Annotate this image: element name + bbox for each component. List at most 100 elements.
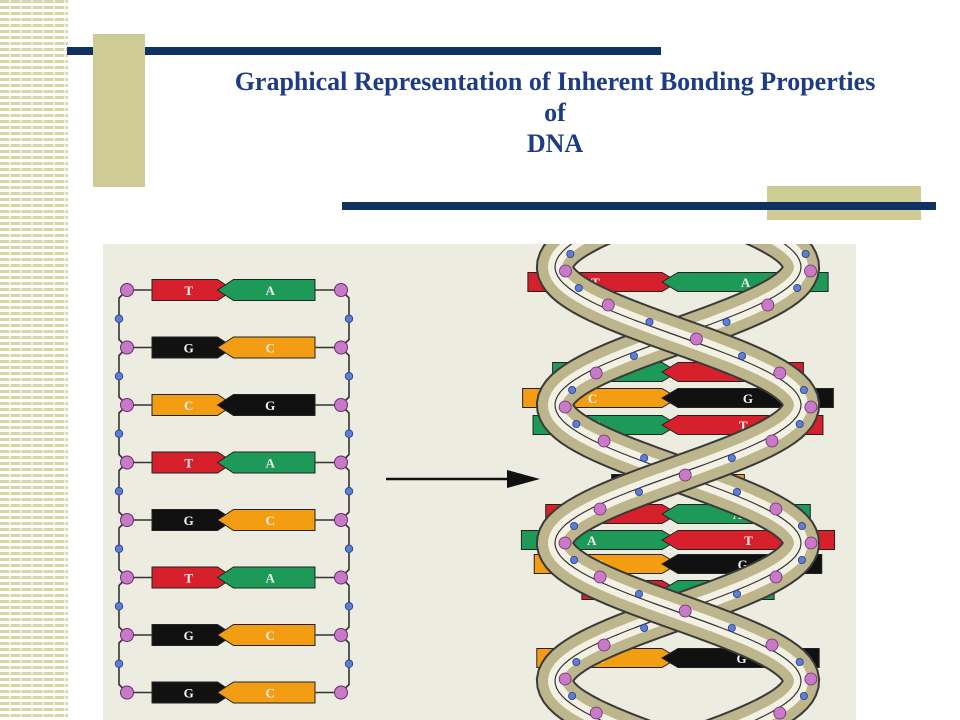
phosphate-dot: [344, 487, 354, 496]
striped-side-bar: [0, 0, 68, 720]
base-letter: T: [184, 456, 193, 471]
phosphate-dot: [344, 544, 354, 553]
sugar-ball: [769, 502, 783, 516]
phosphate-dot: [574, 284, 583, 293]
sugar-ball: [334, 513, 348, 527]
sugar-ball: [559, 264, 572, 278]
phosphate-dot: [570, 521, 579, 530]
phosphate-dot: [722, 318, 731, 327]
sugar-ball: [589, 706, 603, 720]
base-letter: T: [739, 418, 748, 433]
right-arrow-icon: [386, 470, 540, 488]
phosphate-dot: [566, 250, 575, 258]
phosphate-dot: [568, 385, 577, 394]
phosphate-dot: [640, 453, 649, 462]
phosphate-dot: [634, 487, 643, 496]
sugar-ball: [689, 332, 703, 346]
sugar-ball: [678, 604, 692, 618]
sugar-ball: [334, 340, 348, 355]
phosphate-dot: [568, 691, 577, 700]
phosphate-dot: [344, 372, 354, 381]
sugar-ball: [558, 536, 572, 550]
slide-title: Graphical Representation of Inherent Bon…: [150, 66, 960, 159]
phosphate-dot: [114, 487, 124, 496]
phosphate-dot: [634, 589, 643, 598]
phosphate-dot: [797, 555, 806, 564]
sugar-ball: [120, 628, 134, 642]
sugar-ball: [804, 400, 818, 414]
phosphate-dot: [114, 659, 124, 668]
sugar-ball: [334, 570, 348, 585]
phosphate-dot: [572, 657, 581, 666]
sugar-ball: [120, 685, 134, 700]
sugar-ball: [334, 685, 348, 700]
base-letter: C: [265, 686, 274, 701]
phosphate-dot: [727, 453, 736, 462]
sugar-ball: [765, 434, 779, 448]
phosphate-dot: [795, 657, 804, 666]
phosphate-dot: [799, 385, 808, 394]
phosphate-dot: [344, 602, 354, 611]
sugar-ball: [678, 468, 692, 482]
base-letter: C: [184, 398, 193, 413]
phosphate-dot: [645, 318, 654, 327]
title-line-1: Graphical Representation of Inherent Bon…: [234, 67, 876, 96]
base-letter: G: [743, 391, 753, 406]
base-letter: A: [265, 571, 275, 586]
phosphate-dot: [799, 691, 808, 700]
sugar-ball: [120, 398, 134, 412]
phosphate-dot: [114, 544, 124, 553]
navy-rule-top: [67, 47, 661, 55]
base-letter: T: [184, 571, 193, 586]
phosphate-dot: [344, 659, 354, 668]
phosphate-dot: [733, 487, 742, 496]
phosphate-dot: [793, 284, 802, 293]
base-letter: T: [744, 533, 753, 548]
sugar-ball: [589, 366, 603, 380]
phosphate-dot: [114, 314, 124, 323]
navy-rule-bottom: [342, 202, 936, 210]
base-letter: C: [588, 391, 597, 406]
phosphate-dot: [344, 314, 354, 323]
base-letter: C: [265, 628, 274, 643]
title-line-2: of: [544, 98, 566, 127]
sugar-ball: [769, 570, 783, 584]
base-letter: G: [184, 341, 194, 356]
sugar-ball: [120, 455, 134, 470]
base-letter: G: [184, 686, 194, 701]
base-letter: A: [587, 533, 597, 548]
sugar-ball: [804, 536, 818, 550]
sugar-ball: [334, 398, 348, 412]
phosphate-dot: [114, 372, 124, 381]
sugar-ball: [597, 638, 611, 652]
phosphate-dot: [795, 419, 804, 428]
sugar-ball: [120, 570, 134, 585]
base-letter: G: [184, 628, 194, 643]
base-letter: C: [265, 513, 274, 528]
phosphate-dot: [572, 419, 581, 428]
sugar-ball: [601, 298, 615, 312]
sugar-ball: [120, 340, 134, 355]
dna-double-helix: TAGCATCGATGCTAATCGTACG: [520, 244, 836, 720]
base-letter: G: [265, 398, 275, 413]
base-letter: A: [265, 456, 275, 471]
front-strand: [535, 244, 821, 720]
sugar-ball: [593, 502, 607, 516]
arrow-head: [507, 470, 540, 488]
sugar-ball: [558, 672, 572, 686]
base-letter: G: [738, 557, 748, 572]
sugar-ball: [761, 298, 775, 312]
base-letter: C: [265, 341, 274, 356]
phosphate-dot: [344, 429, 354, 438]
base-letter: A: [741, 275, 751, 290]
phosphate-dot: [114, 602, 124, 611]
sugar-ball: [334, 283, 348, 297]
sugar-ball: [804, 672, 818, 686]
